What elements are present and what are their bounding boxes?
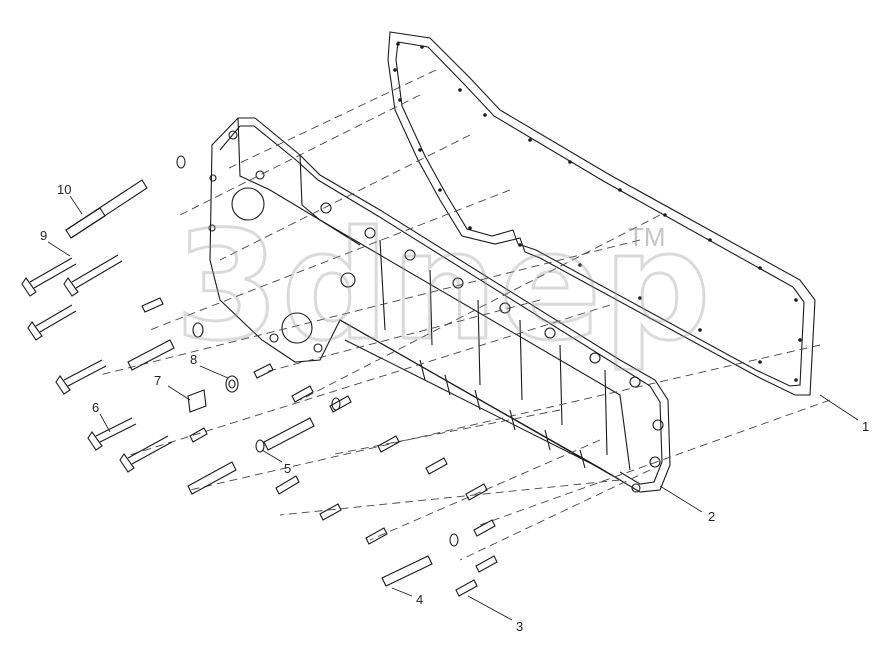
gasket — [387, 31, 816, 396]
watermark-logo: 3dnep — [174, 200, 713, 374]
alignment-lines — [99, 69, 831, 561]
callout-8: 8 — [190, 352, 197, 367]
callout-2: 2 — [708, 509, 715, 524]
screw-set — [141, 297, 498, 597]
callout-6: 6 — [92, 400, 99, 415]
callout-9: 9 — [40, 228, 47, 243]
washer-set — [176, 155, 459, 547]
callout-10: 10 — [57, 182, 71, 197]
callout-7: 7 — [154, 373, 161, 388]
bolt-set — [21, 254, 433, 587]
watermark-trademark: TM — [628, 222, 666, 252]
callout-1: 1 — [862, 419, 869, 434]
callout-4: 4 — [416, 592, 423, 607]
cover-plate — [208, 117, 671, 493]
callout-5: 5 — [284, 461, 291, 476]
leader-lines — [47, 195, 859, 621]
stud-long — [65, 179, 148, 239]
callout-3: 3 — [516, 619, 523, 634]
